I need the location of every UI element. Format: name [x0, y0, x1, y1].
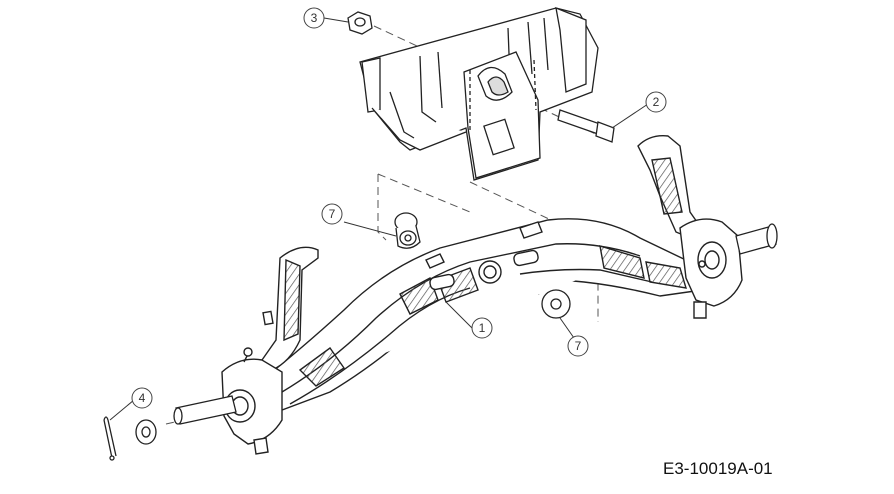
callout-4-label: 4: [139, 391, 146, 405]
spacer-washer-lower: [541, 289, 571, 319]
spacer-bushing-upper: [394, 212, 421, 249]
cotter-pin-and-washer: [103, 416, 157, 461]
right-axle-shaft: [735, 223, 778, 255]
callout-4: 4: [131, 387, 153, 409]
callout-7-top-label: 7: [329, 207, 336, 221]
callout-7-bottom: 7: [567, 335, 589, 357]
callout-3: 3: [303, 7, 325, 29]
left-spindle: [221, 246, 319, 455]
callout-1-label: 1: [479, 321, 486, 335]
callout-7-bottom-label: 7: [575, 339, 582, 353]
callout-3-label: 3: [311, 11, 318, 25]
right-spindle: [637, 135, 743, 319]
bolt: [557, 109, 615, 143]
callout-1: 1: [471, 317, 493, 339]
front-axle: [261, 218, 704, 411]
callout-2: 2: [645, 91, 667, 113]
drawing-id: E3-10019A-01: [663, 459, 773, 478]
mounting-bracket: [359, 6, 599, 181]
callout-7-top: 7: [321, 203, 343, 225]
nut: [347, 11, 373, 35]
callout-leaders: [109, 17, 649, 421]
left-axle-shaft: [173, 395, 237, 425]
callout-2-label: 2: [653, 95, 660, 109]
